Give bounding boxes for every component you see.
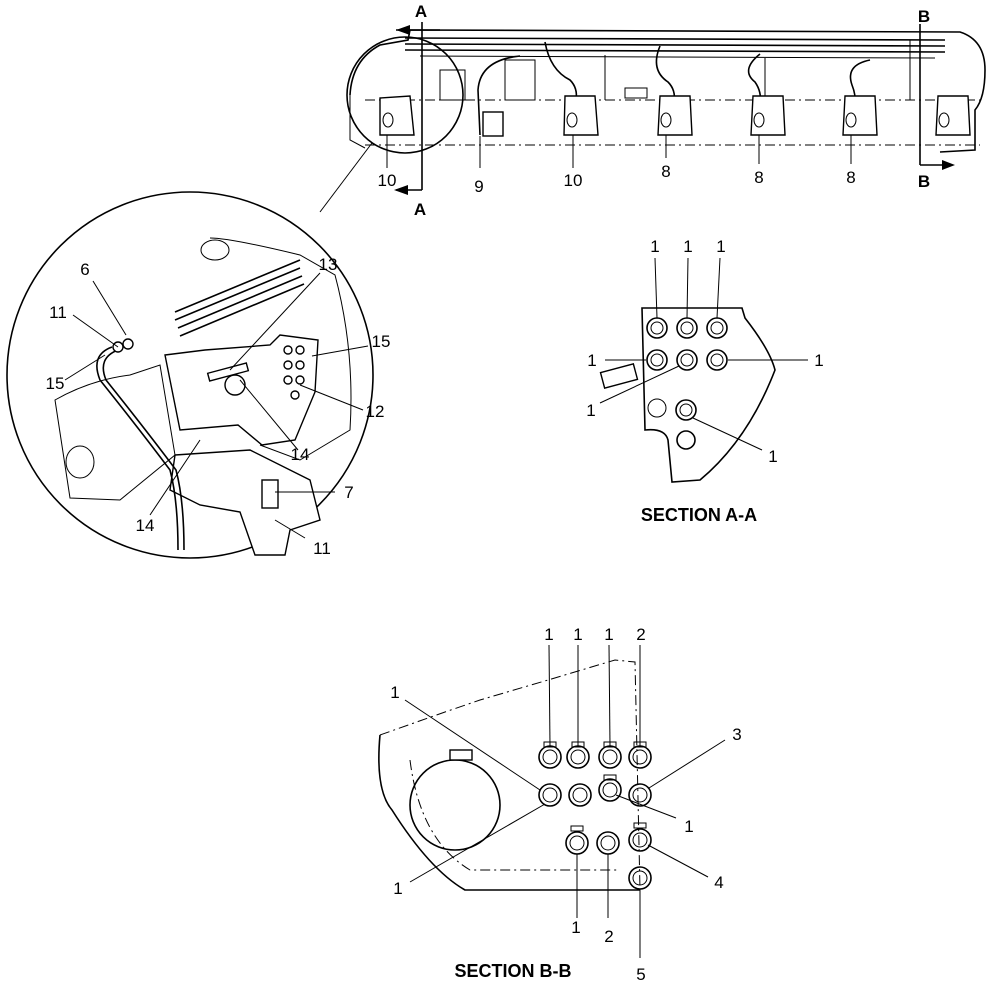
- callout-13: 13: [319, 255, 338, 274]
- callout-2: 2: [604, 927, 613, 946]
- section-marker-b-bottom: B: [918, 172, 930, 191]
- callout-1: 1: [573, 625, 582, 644]
- callout-1: 1: [683, 237, 692, 256]
- callout-1: 1: [604, 625, 613, 644]
- callout-1: 1: [586, 401, 595, 420]
- callout-14: 14: [291, 445, 310, 464]
- section-line-a: A A: [394, 2, 440, 219]
- row-unit: [750, 95, 786, 136]
- callout-1: 1: [393, 879, 402, 898]
- callout-15: 15: [372, 332, 391, 351]
- fitting-port: [706, 349, 728, 371]
- section-marker-a-bottom: A: [414, 200, 426, 219]
- callout-12: 12: [366, 402, 385, 421]
- callout-1: 1: [684, 817, 693, 836]
- callout-15: 15: [46, 374, 65, 393]
- row-unit: [842, 95, 878, 136]
- section-a-title: SECTION A-A: [641, 505, 757, 525]
- callout-1: 1: [650, 237, 659, 256]
- detail-reference-circle: [346, 36, 464, 154]
- section-line-b: B B: [918, 7, 955, 191]
- callout-1: 1: [814, 351, 823, 370]
- callout-14: 14: [136, 516, 155, 535]
- fitting-port: [538, 783, 562, 807]
- callout-8: 8: [661, 162, 670, 181]
- callout-11: 11: [313, 539, 331, 558]
- row-unit: [379, 95, 415, 136]
- callout-1: 1: [716, 237, 725, 256]
- row-unit: [657, 95, 693, 136]
- valve-block: [482, 111, 504, 137]
- fitting-port: [646, 317, 668, 339]
- fitting-port: [568, 783, 592, 807]
- callout-1: 1: [571, 918, 580, 937]
- row-unit: [935, 95, 971, 136]
- fitting-port: [675, 399, 697, 421]
- fitting-port: [596, 831, 620, 855]
- callout-4: 4: [714, 873, 723, 892]
- fitting-port: [676, 317, 698, 339]
- callout-3: 3: [732, 725, 741, 744]
- callout-1: 1: [587, 351, 596, 370]
- fitting-port: [598, 774, 622, 802]
- callout-8: 8: [754, 168, 763, 187]
- callout-9: 9: [474, 177, 483, 196]
- callout-5: 5: [636, 965, 645, 984]
- callout-1: 1: [544, 625, 553, 644]
- section-b-b: 1 1 1 2 1 3 1 4 1 1 2 5 SECTION B-B: [378, 625, 742, 984]
- callout-1: 1: [390, 683, 399, 702]
- callout-10: 10: [378, 171, 397, 190]
- fitting-port: [565, 825, 589, 855]
- callout-6: 6: [80, 260, 89, 279]
- callout-11: 11: [49, 303, 67, 322]
- detail-circle: [6, 191, 374, 559]
- fitting-port: [646, 349, 668, 371]
- section-a-a: 1 1 1 1 1 1 1 SECTION A-A: [586, 237, 823, 525]
- row-unit: [563, 95, 599, 136]
- top-assembly-view: A A B B 10 9 10 8 8 8: [319, 2, 986, 219]
- callout-2: 2: [636, 625, 645, 644]
- callout-10: 10: [564, 171, 583, 190]
- callout-8: 8: [846, 168, 855, 187]
- fitting-port: [706, 317, 728, 339]
- section-marker-b-top: B: [918, 7, 930, 26]
- fitting-port: [628, 783, 652, 807]
- fitting-port: [676, 349, 698, 371]
- section-b-title: SECTION B-B: [455, 961, 572, 981]
- enlarged-detail-view: 6 11 15 13 15 12 14 14 7 11: [6, 191, 391, 559]
- section-marker-a-top: A: [415, 2, 427, 21]
- callout-1: 1: [768, 447, 777, 466]
- callout-7: 7: [344, 483, 353, 502]
- fitting-port: [628, 822, 652, 852]
